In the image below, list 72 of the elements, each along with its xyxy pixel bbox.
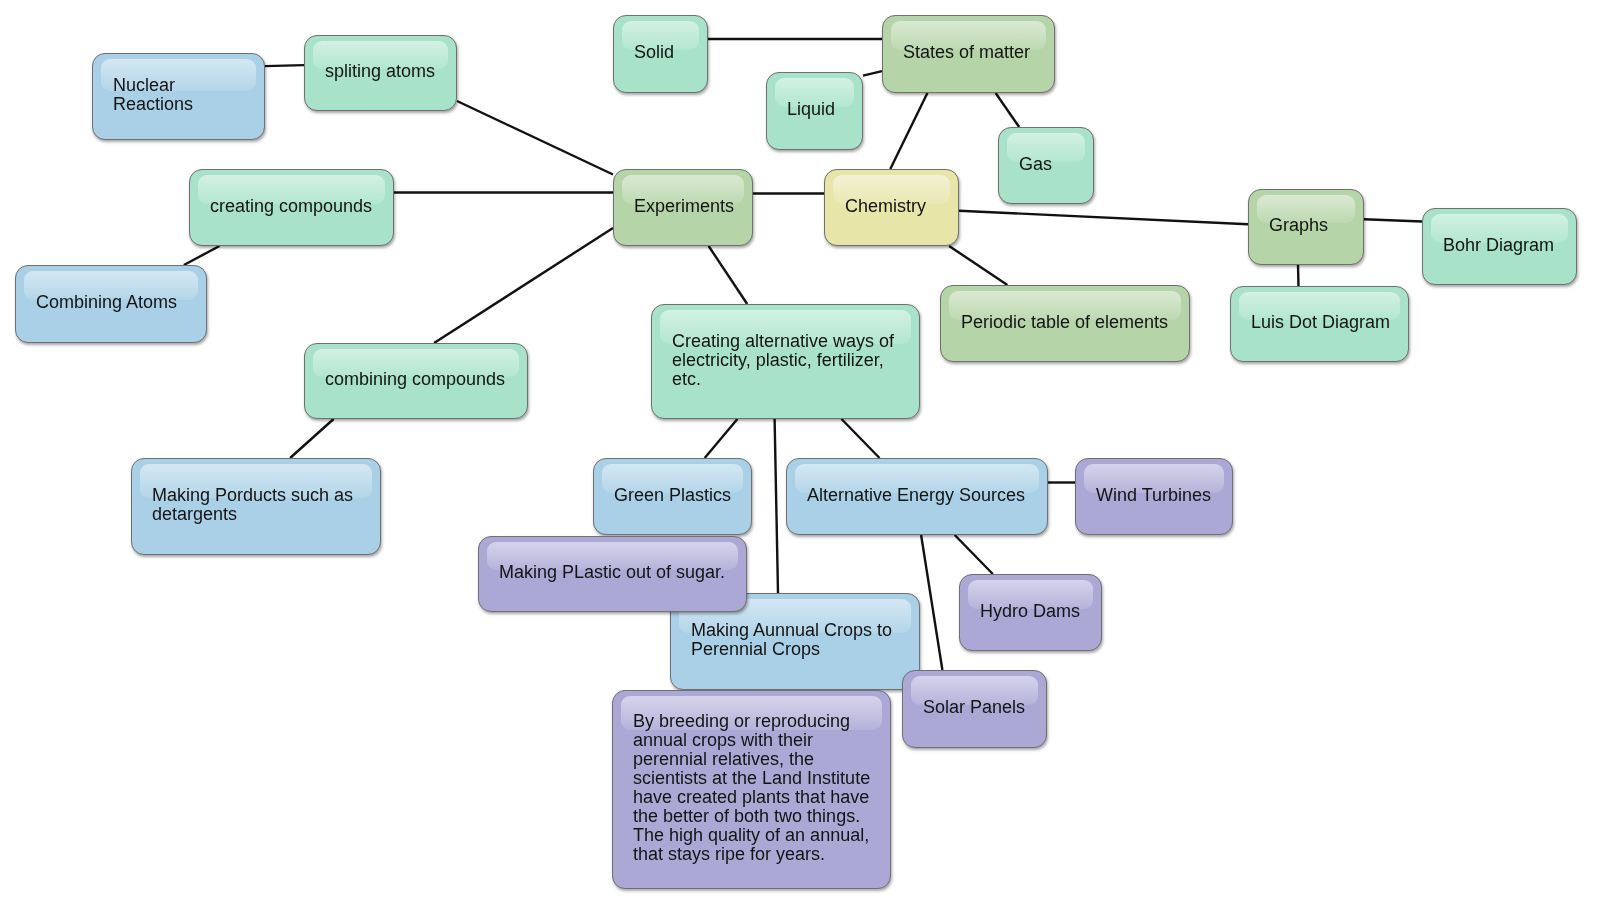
concept-label: Chemistry — [845, 196, 926, 216]
concept-box — [131, 458, 381, 555]
concept-box — [189, 169, 394, 246]
concept-label: combining compounds — [325, 370, 506, 389]
concept-label: Making Aunnual Crops to Perennial Crops — [691, 621, 894, 659]
concept-box — [15, 265, 207, 343]
concept-box — [882, 15, 1055, 93]
concept-label: Wind Turbines — [1096, 485, 1212, 505]
concept-box — [92, 53, 265, 140]
concept-label: Making Porducts such as detargents — [152, 486, 355, 524]
connector-line — [1048, 481, 1075, 484]
concept-label: Making PLastic out of sugar. — [499, 563, 726, 582]
concept-box — [902, 670, 1047, 748]
connector-line — [1363, 218, 1423, 223]
concept-box — [304, 35, 457, 111]
connector-line — [862, 70, 883, 77]
concept-box — [478, 536, 747, 612]
connector-line — [394, 191, 613, 194]
concept-label: Bohr Diagram — [1443, 235, 1555, 255]
concept-box — [824, 169, 959, 246]
concept-box — [304, 343, 528, 419]
connector-line — [433, 227, 614, 344]
concept-box — [1422, 208, 1577, 285]
concept-label: spliting atoms — [325, 62, 436, 81]
concept-box — [786, 458, 1048, 535]
concept-box — [766, 72, 863, 150]
concept-label: Nuclear Reactions — [113, 76, 195, 114]
connector-line — [703, 418, 739, 459]
concept-label: Creating alternative ways of electricity, plastic, fertilizer, etc. — [672, 331, 896, 389]
concept-label: Luis Dot Diagram — [1251, 313, 1391, 332]
concept-label: Solar Panels — [923, 698, 1026, 717]
concept-box — [593, 458, 752, 535]
connector-line — [919, 534, 944, 671]
connector-line — [708, 37, 882, 41]
concept-label: Liquid — [787, 100, 836, 119]
connector-line — [773, 418, 780, 594]
concept-box — [612, 690, 891, 889]
connector-line — [1296, 264, 1300, 287]
concept-label: Alternative Energy Sources — [807, 485, 1026, 505]
connector-line — [707, 245, 749, 305]
concept-box — [1230, 286, 1409, 362]
concept-box — [998, 127, 1094, 204]
concept-label: Graphs — [1269, 216, 1329, 235]
concept-label: Experiments — [634, 196, 735, 216]
connector-line — [953, 534, 994, 575]
concept-box — [959, 574, 1102, 651]
concept-label: Periodic table of elements — [961, 312, 1169, 332]
concept-box — [651, 304, 920, 419]
connector-line — [753, 192, 824, 195]
connector-line — [948, 245, 1009, 286]
concept-label: creating compounds — [210, 196, 373, 216]
connector-line — [840, 418, 881, 459]
connector-line — [456, 99, 614, 176]
connector-line — [183, 244, 221, 267]
connector-line — [289, 418, 335, 459]
connector-line — [958, 209, 1249, 226]
concept-box — [940, 285, 1190, 362]
concept-label: Hydro Dams — [980, 601, 1081, 621]
connector-line — [264, 63, 305, 68]
concept-box — [1075, 458, 1233, 535]
concept-label: Green Plastics — [614, 485, 732, 505]
connector-line — [994, 92, 1021, 128]
concept-label: Solid — [634, 43, 675, 62]
concept-box — [1248, 189, 1364, 265]
concept-label: Gas — [1019, 154, 1052, 174]
concept-label: States of matter — [903, 43, 1031, 62]
connector-line — [889, 92, 929, 170]
concept-label: By breeding or reproducing annual crops with their perennial relatives, the scientists at the Land Institute have created plants that have the better of both two things. The high quality of an annual, that stays ripe for years. — [633, 712, 872, 864]
concept-box — [670, 593, 920, 690]
concept-label: Combining Atoms — [36, 293, 178, 312]
concept-box — [613, 169, 753, 246]
concept-box — [613, 15, 708, 93]
